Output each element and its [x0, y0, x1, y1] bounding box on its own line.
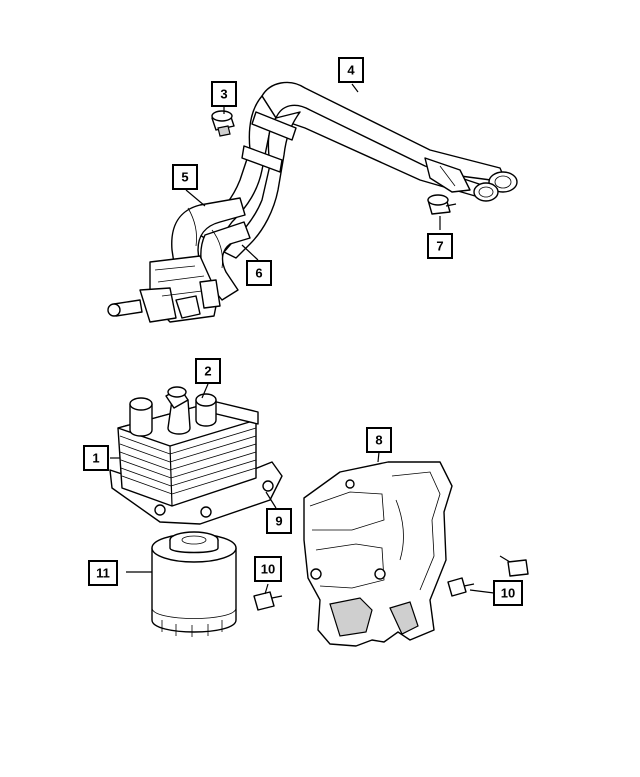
svg-text:8: 8: [375, 433, 382, 448]
callout-1: 1: [83, 445, 109, 471]
bolt-part-10-right-b: [499, 555, 529, 577]
callout-11: 11: [88, 560, 118, 586]
bolt-part-10-right-a: [447, 577, 475, 597]
coolant-hose-assembly: [107, 81, 518, 323]
oil-cooler: [109, 386, 283, 525]
svg-text:7: 7: [436, 239, 443, 254]
callout-8: 8: [366, 427, 392, 453]
callout-4: 4: [338, 57, 364, 83]
callout-3: 3: [211, 81, 237, 107]
bolt-part-7: [427, 194, 457, 215]
callout-7: 7: [427, 233, 453, 259]
callout-9: 9: [266, 508, 292, 534]
svg-text:10: 10: [261, 562, 275, 577]
heat-shield: [303, 461, 453, 647]
bolt-part-3: [211, 110, 235, 137]
bolt-part-10-left: [253, 591, 283, 611]
hose-end-lower: [473, 182, 499, 202]
callout-2: 2: [195, 358, 221, 384]
leader-lines: [110, 83, 495, 595]
svg-text:1: 1: [92, 451, 99, 466]
callout-10-left: 10: [254, 556, 282, 582]
svg-text:11: 11: [96, 566, 110, 581]
callout-6: 6: [246, 260, 272, 286]
callout-10-right: 10: [493, 580, 523, 606]
callout-5: 5: [172, 164, 198, 190]
svg-text:9: 9: [275, 514, 282, 529]
svg-text:5: 5: [181, 170, 188, 185]
oil-filter: [151, 531, 237, 637]
svg-text:10: 10: [501, 586, 515, 601]
svg-text:6: 6: [255, 266, 262, 281]
svg-text:4: 4: [347, 63, 355, 78]
svg-text:2: 2: [204, 364, 211, 379]
svg-text:3: 3: [220, 87, 227, 102]
